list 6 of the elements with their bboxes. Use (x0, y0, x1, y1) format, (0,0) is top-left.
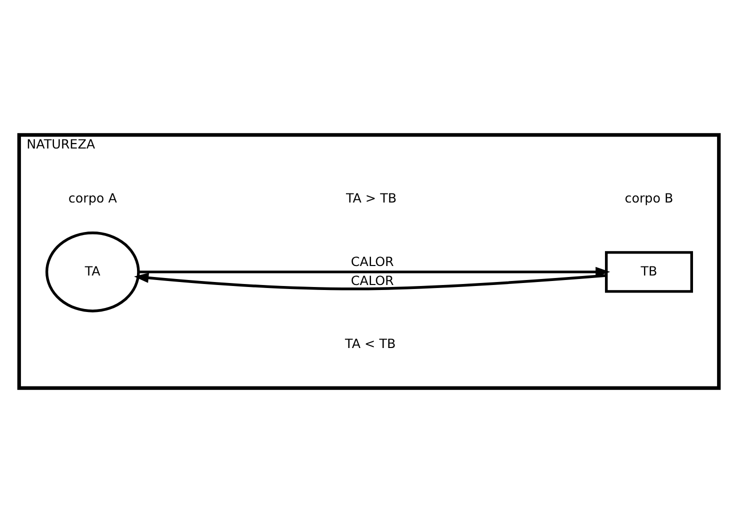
node-label: corpo A (68, 190, 117, 206)
label: TA < TB (345, 335, 396, 350)
node-label: corpo B (624, 190, 674, 206)
edge-label: CALOR (350, 272, 394, 288)
edge-label: CALOR (350, 253, 394, 268)
label: TA > TB (346, 190, 397, 206)
